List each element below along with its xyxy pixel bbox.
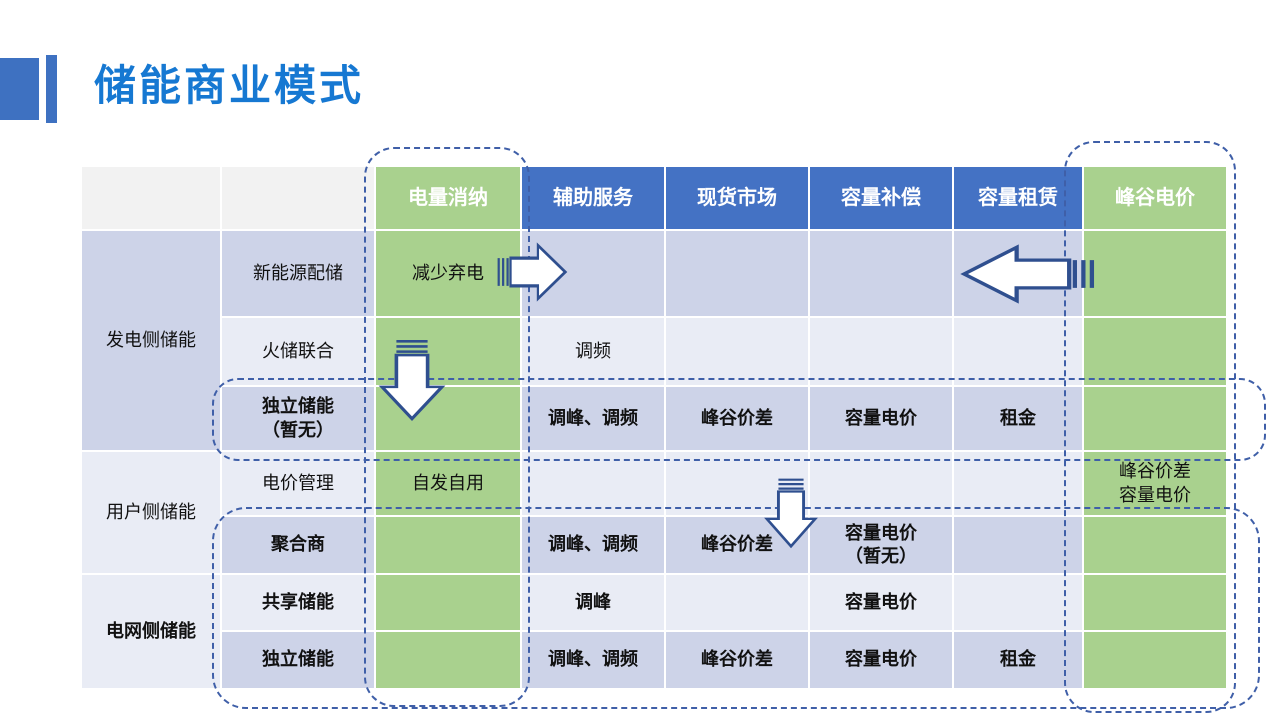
table-cell	[666, 318, 808, 385]
table-cell	[376, 517, 520, 573]
group-user-side: 用户侧储能	[82, 452, 220, 573]
header-consumption: 电量消纳	[376, 167, 520, 229]
cell-r4-peak-valley: 峰谷价差 容量电价	[1084, 452, 1226, 515]
page-title: 储能商业模式	[94, 62, 365, 109]
header-empty-group	[82, 167, 220, 229]
title-accent-bar-icon	[46, 55, 57, 123]
cell-r3-auxiliary: 调峰、调频	[522, 387, 664, 450]
cell-r7-category: 独立储能	[222, 632, 374, 688]
cell-r2-category: 火储联合	[222, 318, 374, 385]
cell-r5-compensation: 容量电价 （暂无）	[810, 517, 952, 573]
table-cell	[1084, 517, 1226, 573]
header-capacity-lease: 容量租赁	[954, 167, 1082, 229]
table-cell	[1084, 632, 1226, 688]
cell-r4-category: 电价管理	[222, 452, 374, 515]
table-cell	[810, 318, 952, 385]
table-cell	[376, 387, 520, 450]
header-peak-valley-price: 峰谷电价	[1084, 167, 1226, 229]
cell-r5-auxiliary: 调峰、调频	[522, 517, 664, 573]
table-cell	[954, 452, 1082, 515]
group-generation-side: 发电侧储能	[82, 231, 220, 450]
table-cell	[810, 231, 952, 316]
table-cell	[666, 575, 808, 630]
header-capacity-compensation: 容量补偿	[810, 167, 952, 229]
cell-r6-auxiliary: 调峰	[522, 575, 664, 630]
cell-r6-compensation: 容量电价	[810, 575, 952, 630]
business-model-table: 电量消纳 辅助服务 现货市场 容量补偿 容量租赁 峰谷电价 发电侧储能 用户侧储…	[82, 167, 1226, 688]
table-cell	[1084, 231, 1226, 316]
cell-r1-category: 新能源配储	[222, 231, 374, 316]
table-cell	[666, 231, 808, 316]
cell-r4-consumption: 自发自用	[376, 452, 520, 515]
title-accent-square-icon	[0, 58, 39, 120]
cell-r2-auxiliary: 调频	[522, 318, 664, 385]
table-cell	[810, 452, 952, 515]
table-cell	[522, 231, 664, 316]
table-cell	[376, 318, 520, 385]
cell-r5-spot: 峰谷价差	[666, 517, 808, 573]
header-empty-category	[222, 167, 374, 229]
table-cell	[954, 517, 1082, 573]
cell-r7-lease: 租金	[954, 632, 1082, 688]
table-cell	[1084, 575, 1226, 630]
cell-r1-consumption: 减少弃电	[376, 231, 520, 316]
cell-r7-compensation: 容量电价	[810, 632, 952, 688]
table-cell	[1084, 387, 1226, 450]
table-cell	[376, 575, 520, 630]
cell-r3-lease: 租金	[954, 387, 1082, 450]
cell-r5-category: 聚合商	[222, 517, 374, 573]
cell-r7-spot: 峰谷价差	[666, 632, 808, 688]
table-cell	[376, 632, 520, 688]
table-cell	[522, 452, 664, 515]
table-cell	[954, 231, 1082, 316]
cell-r6-category: 共享储能	[222, 575, 374, 630]
table-cell	[1084, 318, 1226, 385]
header-spot-market: 现货市场	[666, 167, 808, 229]
cell-r3-spot: 峰谷价差	[666, 387, 808, 450]
cell-r7-auxiliary: 调峰、调频	[522, 632, 664, 688]
group-grid-side: 电网侧储能	[82, 575, 220, 688]
cell-r3-category: 独立储能 （暂无）	[222, 387, 374, 450]
header-auxiliary: 辅助服务	[522, 167, 664, 229]
table-cell	[954, 575, 1082, 630]
table-cell	[954, 318, 1082, 385]
table-cell	[666, 452, 808, 515]
cell-r3-compensation: 容量电价	[810, 387, 952, 450]
